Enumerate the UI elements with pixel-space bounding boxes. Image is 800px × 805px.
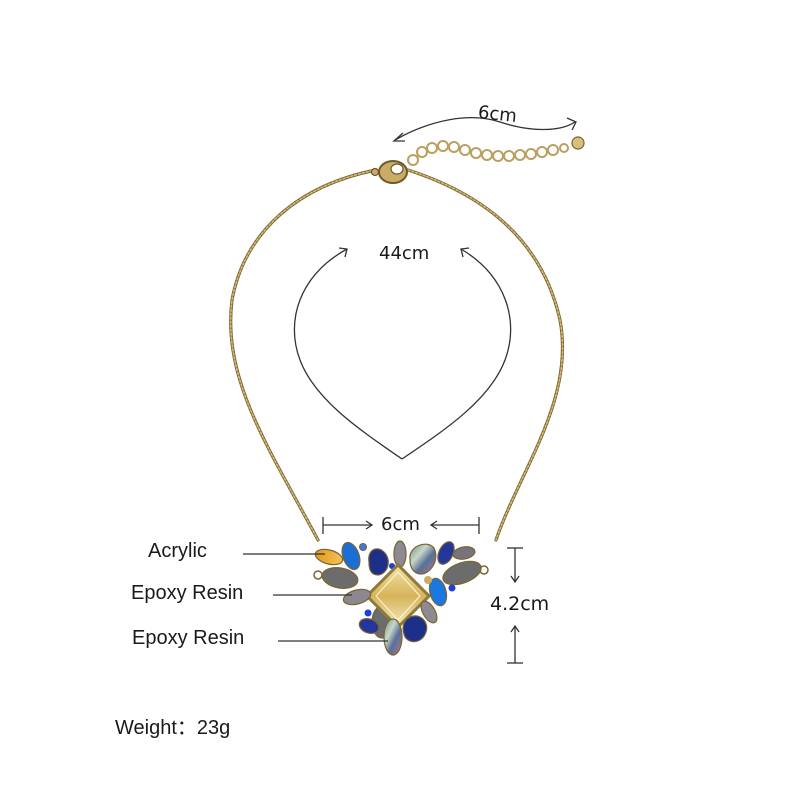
- weight-label: Weight：: [115, 717, 197, 739]
- pendant-width-measure-arrow: [322, 517, 480, 534]
- necklace-chain: [229, 168, 565, 542]
- lobster-clasp-icon: [370, 160, 408, 184]
- material-label-acrylic: Acrylic: [148, 540, 207, 562]
- material-label-epoxy-resin-1: Epoxy Resin: [131, 582, 244, 604]
- pendant: [313, 540, 489, 656]
- material-label-epoxy-resin-2: Epoxy Resin: [132, 627, 245, 649]
- material-leader-lines: [243, 553, 388, 642]
- extender-length-label: 6cm: [477, 102, 518, 127]
- extender-drop-bead-icon: [571, 136, 585, 150]
- chain-length-measure-arrow: [293, 247, 512, 460]
- chain-length-label: 44cm: [379, 243, 430, 264]
- extender-chain: [407, 140, 569, 166]
- weight-info: Weight：23g: [115, 711, 230, 740]
- weight-value: 23g: [196, 717, 231, 739]
- pendant-height-measure-arrow: [507, 547, 523, 664]
- extender-measure-arrow: [392, 117, 577, 142]
- pendant-width-label: 6cm: [381, 514, 420, 535]
- pendant-height-label: 4.2cm: [490, 593, 550, 615]
